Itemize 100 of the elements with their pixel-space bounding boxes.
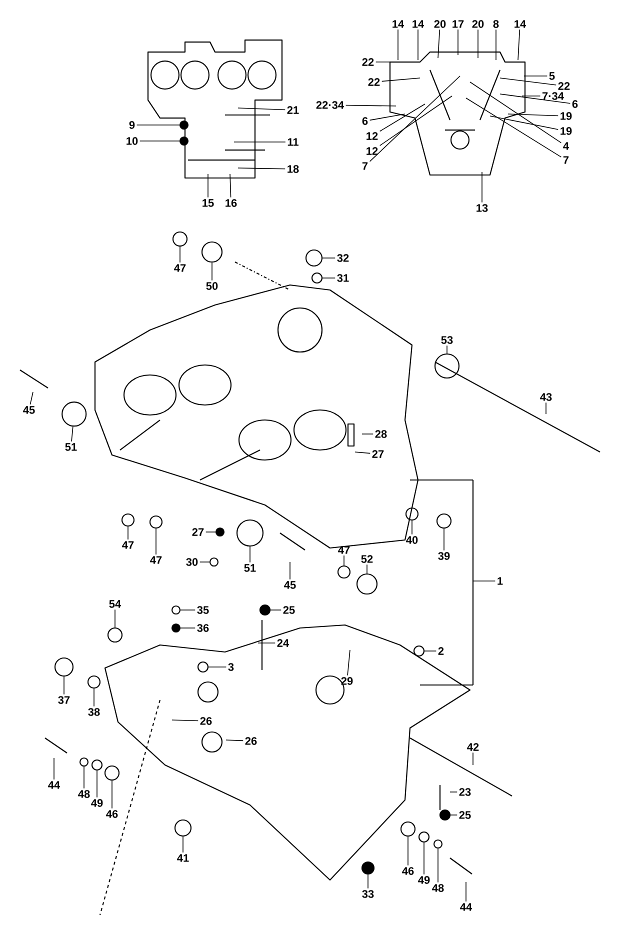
callout-number: 31: [337, 274, 349, 282]
callout-number: 15: [202, 199, 214, 207]
small-part: [311, 272, 323, 284]
callout-number: 13: [476, 204, 488, 212]
callout-number: 21: [287, 106, 299, 114]
callout-number: 48: [78, 790, 90, 798]
leader-line: [450, 814, 458, 816]
callout-number: 14: [392, 20, 404, 28]
callout-number: 1: [498, 577, 503, 585]
callout-number: 37: [58, 696, 70, 704]
leader-line: [369, 114, 406, 121]
leader-line: [381, 78, 420, 82]
callout-number: 46: [106, 810, 118, 818]
callout-number: 45: [284, 581, 296, 589]
callout-number: 49: [418, 876, 430, 884]
small-part: [107, 627, 123, 643]
callout-number: 47: [150, 556, 162, 564]
leader-line: [438, 29, 440, 58]
callout-number: 28: [375, 430, 387, 438]
callout-number: 47: [122, 541, 134, 549]
callout-number: 45: [23, 406, 35, 414]
callout-number: 26: [245, 737, 257, 745]
callout-number: 7·34: [542, 92, 564, 100]
callout-number: 9: [129, 121, 135, 129]
callout-number: 14: [514, 20, 526, 28]
leader-line: [472, 580, 496, 582]
leader-line: [379, 104, 426, 132]
leader-line: [172, 720, 199, 722]
callout-number: 32: [337, 254, 349, 262]
leader-line: [424, 650, 437, 652]
small-part: [149, 515, 163, 529]
leader-line: [136, 124, 180, 126]
callout-number: 17: [452, 20, 464, 28]
callout-number: 22·34: [316, 101, 344, 109]
callout-number: 6: [572, 100, 578, 108]
callout-number: 12: [366, 147, 378, 155]
small-part: [361, 861, 375, 875]
callout-number: 44: [460, 903, 472, 911]
small-part: [215, 527, 225, 537]
callout-number: 10: [126, 137, 138, 145]
callout-number: 6: [362, 117, 368, 125]
callout-number: 42: [467, 743, 479, 751]
small-part: [436, 513, 452, 529]
callout-number: 50: [206, 282, 218, 290]
callout-number: 18: [288, 165, 299, 173]
callout-number: 24: [277, 639, 290, 647]
leader-line: [446, 345, 448, 354]
leader-line: [96, 770, 98, 798]
small-part: [179, 136, 189, 146]
small-part: [174, 819, 192, 837]
callout-number: 2: [438, 647, 444, 655]
callout-number: 5: [549, 72, 555, 80]
small-part: [434, 353, 460, 379]
leader-line: [114, 609, 116, 628]
small-part: [91, 759, 103, 771]
callout-number: 19: [560, 127, 572, 135]
callout-number: 14: [412, 20, 424, 28]
leader-line: [71, 426, 74, 442]
callout-number: 22: [368, 78, 380, 86]
callout-number: 3: [228, 663, 234, 671]
small-part: [259, 604, 271, 616]
small-part: [197, 661, 209, 673]
leader-line: [379, 96, 452, 146]
callout-number: 38: [88, 708, 100, 716]
leader-line: [472, 752, 474, 766]
leader-line: [369, 76, 460, 162]
leader-line: [490, 116, 559, 130]
leader-line: [345, 104, 396, 106]
callout-number: 7: [362, 162, 368, 170]
callout-number: 27: [372, 450, 384, 458]
callout-number: 51: [65, 443, 77, 451]
callout-number: 44: [48, 781, 60, 789]
leader-line: [238, 108, 286, 110]
leader-line: [354, 452, 371, 454]
leader-line: [347, 650, 350, 676]
callout-number: 25: [283, 606, 295, 614]
callout-number: 20: [434, 20, 446, 28]
small-part: [356, 573, 378, 595]
small-part: [209, 557, 219, 567]
small-part: [172, 231, 188, 247]
leader-line: [518, 29, 520, 60]
small-part: [413, 645, 425, 657]
callout-number: 53: [441, 336, 453, 344]
callout-number: 22: [362, 58, 374, 66]
callout-number: 19: [560, 112, 572, 120]
leader-line: [500, 94, 571, 104]
leader-line: [258, 642, 276, 644]
callout-number: 20: [472, 20, 484, 28]
small-part: [439, 809, 451, 821]
callout-number: 43: [540, 393, 552, 401]
small-part: [433, 839, 443, 849]
callout-number: 23: [459, 788, 471, 796]
small-part: [104, 765, 120, 781]
callout-number: 4: [563, 142, 569, 150]
callout-number: 46: [402, 867, 414, 875]
small-part: [171, 623, 181, 633]
leader-line: [208, 666, 227, 668]
small-part: [54, 657, 74, 677]
small-part: [62, 402, 87, 427]
callout-number: 47: [174, 264, 186, 272]
